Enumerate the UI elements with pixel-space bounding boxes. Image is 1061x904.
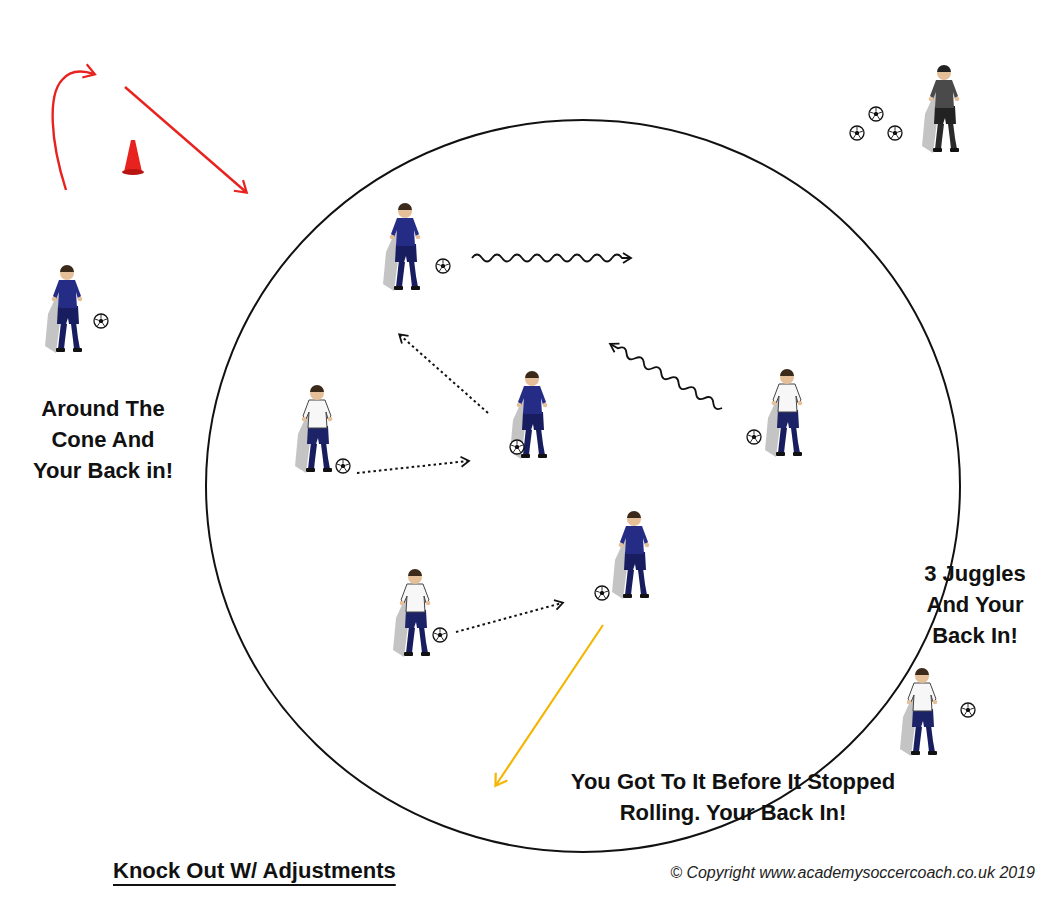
attacking-player	[510, 371, 547, 459]
cone	[124, 140, 142, 172]
attacking-player	[45, 265, 82, 353]
soccer-ball	[436, 259, 450, 273]
soccer-ball	[336, 459, 350, 473]
opposing-player	[295, 385, 332, 473]
chase-arrow	[496, 625, 603, 785]
rule-note: Around The Cone And Your Back in!	[28, 393, 178, 486]
run-arrow	[125, 87, 246, 192]
rule-note: You Got To It Before It Stopped Rolling.…	[553, 766, 913, 828]
pass-arrow	[456, 603, 562, 632]
juggling-player	[900, 668, 937, 756]
playing-circle	[206, 120, 960, 852]
soccer-ball	[961, 703, 975, 717]
opposing-player	[765, 369, 802, 457]
rule-note: 3 Juggles And Your Back In!	[915, 558, 1035, 651]
run-arrow	[53, 72, 94, 190]
soccer-ball	[510, 440, 524, 454]
coach	[922, 65, 959, 153]
attacking-player	[612, 511, 649, 599]
soccer-ball	[433, 628, 447, 642]
attacking-player	[383, 203, 420, 291]
opposing-player	[393, 569, 430, 657]
drill-title: Knock Out W/ Adjustments	[113, 857, 443, 885]
soccer-ball	[869, 107, 883, 121]
dribble-arrow	[609, 341, 724, 411]
copyright-watermark: © Copyright www.academysoccercoach.co.uk…	[560, 862, 1035, 884]
soccer-ball	[747, 430, 761, 444]
dribble-arrow	[472, 255, 630, 262]
soccer-ball	[595, 586, 609, 600]
pass-arrow	[400, 335, 488, 413]
pass-arrow	[357, 461, 468, 473]
soccer-ball	[850, 126, 864, 140]
soccer-ball	[888, 126, 902, 140]
soccer-ball	[94, 314, 108, 328]
cone-base	[122, 169, 144, 175]
